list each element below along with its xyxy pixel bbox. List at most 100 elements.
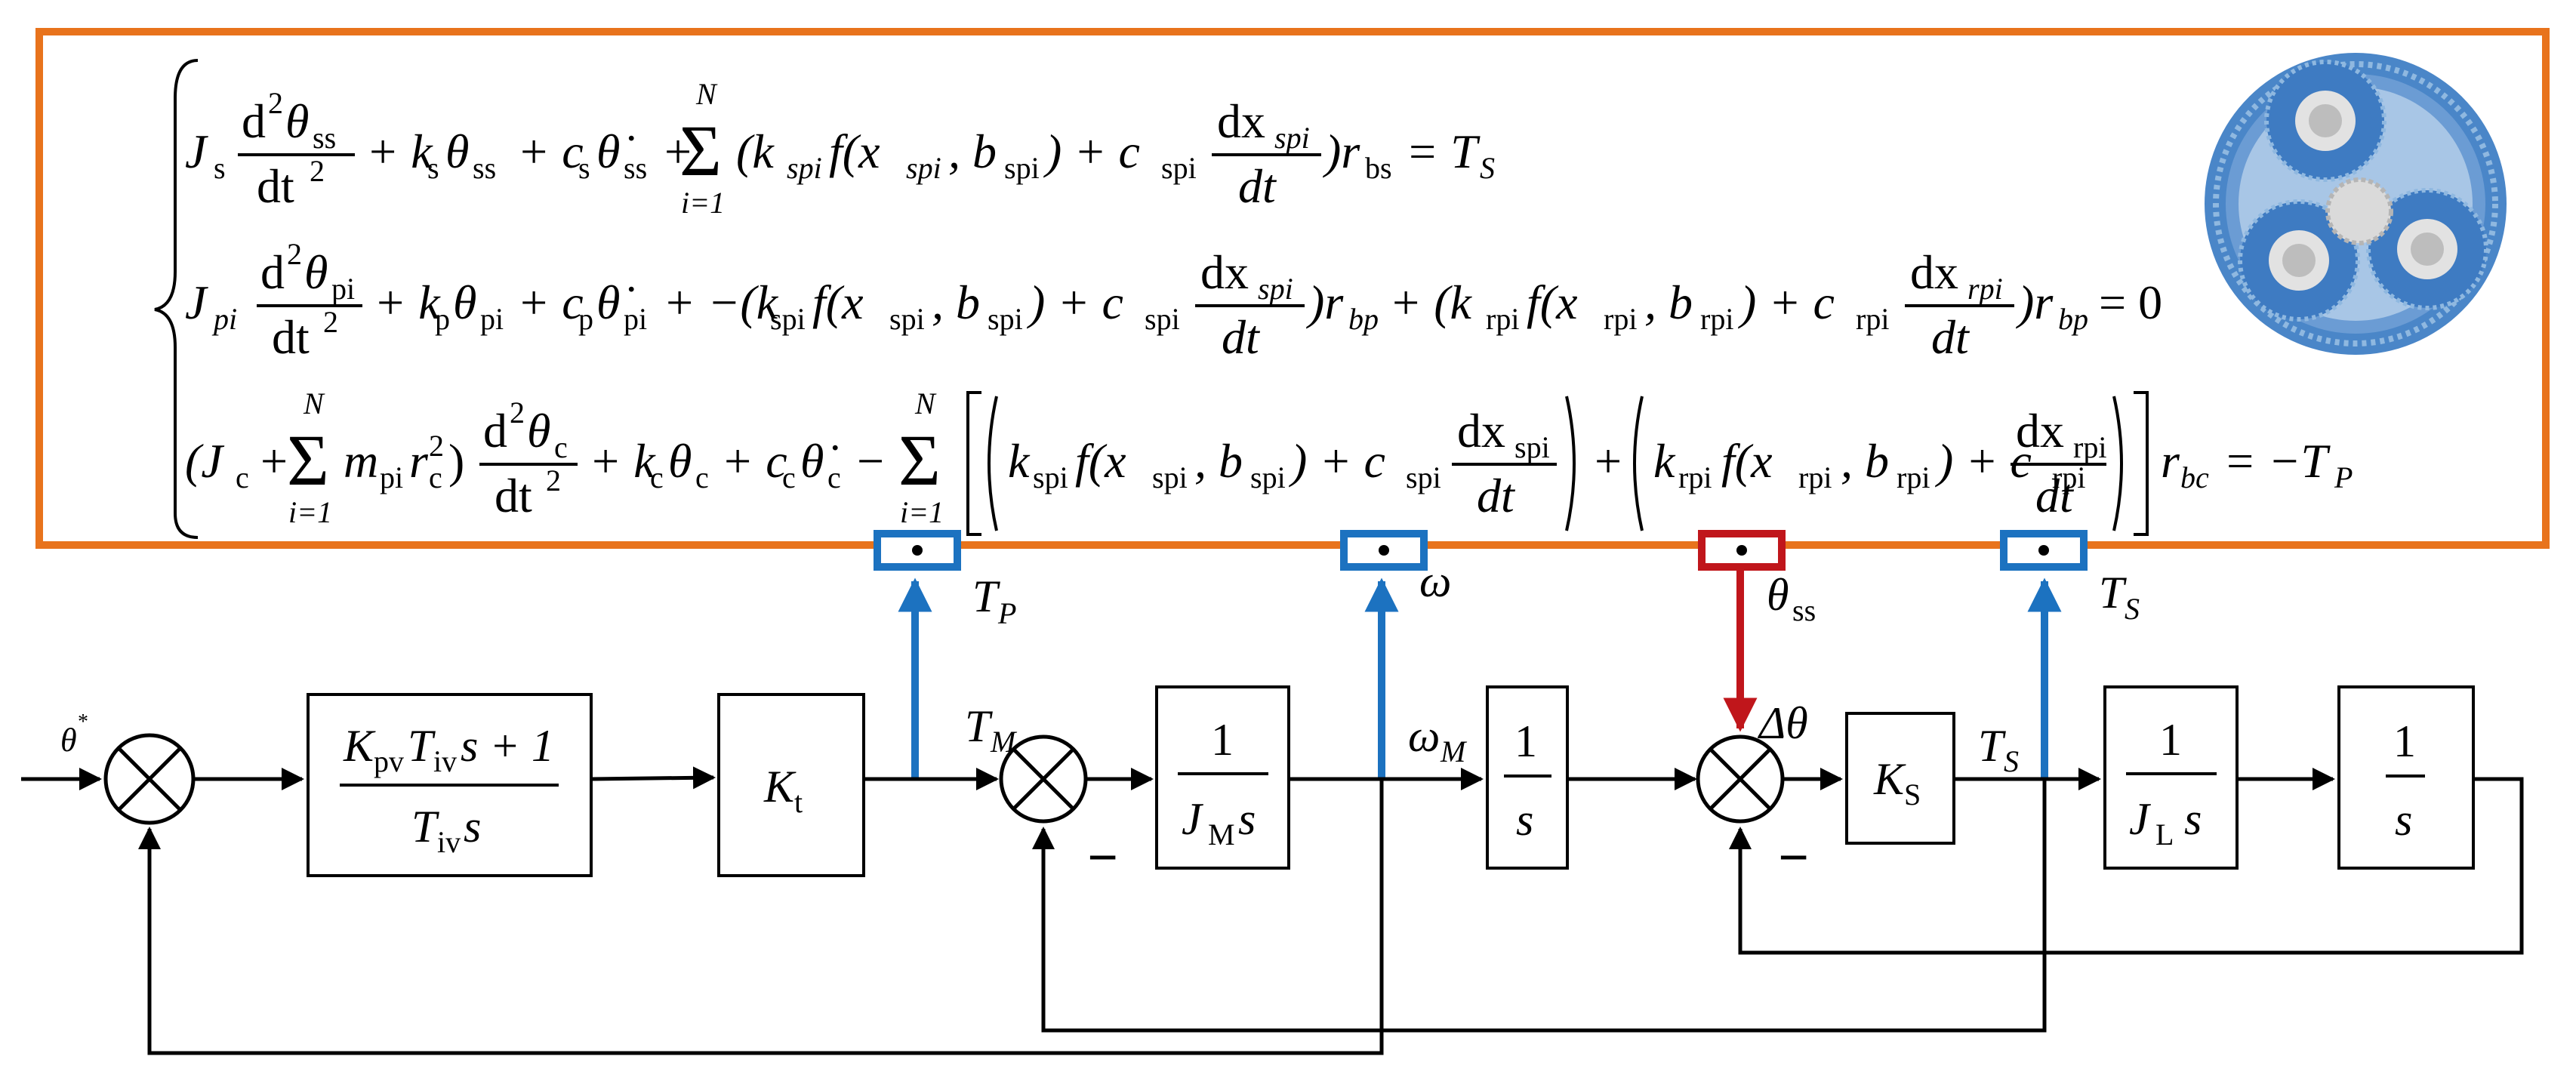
- sum3-minus: −: [1778, 827, 1809, 888]
- eq3-b1: , b: [1194, 434, 1243, 488]
- eq2-c-sub: p: [578, 302, 593, 336]
- eq1-theta-sub: ss: [313, 121, 336, 155]
- eq3-b2: , b: [1841, 434, 1889, 488]
- eq2-f2: f(x: [1527, 276, 1578, 329]
- eq2-dt-exp: 2: [323, 305, 338, 339]
- eq2-r1: )r: [1305, 276, 1344, 329]
- system-brace: [154, 59, 199, 539]
- tap-tp-label: T: [972, 571, 1000, 621]
- eq2-plus2: + (k: [1389, 276, 1473, 329]
- eq2-c: + c: [517, 276, 584, 329]
- tap-tp: T P: [874, 530, 1016, 630]
- eq1-c: + c: [517, 125, 584, 178]
- eq2-J-sub: pi: [211, 302, 237, 336]
- pi-den-t-sub: iv: [437, 825, 461, 859]
- eq2-theta: θ: [304, 245, 328, 299]
- eq3-c-sub: c: [782, 460, 796, 494]
- eq3-plus: +: [260, 434, 288, 488]
- eq2-dx2-sub: rpi: [1967, 272, 2003, 306]
- eq2-r2: )r: [2015, 276, 2054, 329]
- eq1-r: )r: [1322, 125, 1360, 178]
- load-den-j: J: [2129, 794, 2151, 844]
- eq3-m: m: [344, 434, 378, 488]
- eq3-f1-sub: spi: [1152, 460, 1188, 494]
- eq3-open-sub: c: [236, 460, 249, 494]
- eq1-d-exp: 2: [268, 86, 283, 120]
- eq3-dx2: dx: [2016, 404, 2064, 457]
- eq3-k1: k: [1008, 434, 1031, 488]
- eq3-open: (J: [185, 434, 224, 488]
- eq2-minus: + −(k: [663, 276, 779, 329]
- eq1-J: J: [185, 125, 208, 178]
- feedback-omega: [138, 779, 1384, 1055]
- eq1-c2-sub: spi: [1161, 151, 1197, 185]
- equation-3: (J c + N Σ i=1 m pi r c 2 ) d 2 θ c dt 2…: [185, 386, 2353, 536]
- integ2-den: s: [2395, 795, 2412, 845]
- eq3-eq: = −T: [2223, 434, 2331, 488]
- integ1-num: 1: [1514, 716, 1537, 766]
- eq2-dx1: dx: [1200, 245, 1249, 299]
- eq2-dx1-sub: spi: [1258, 272, 1293, 306]
- eq3-d-exp: 2: [510, 396, 525, 430]
- eq3-c: + c: [721, 434, 787, 488]
- equation-frame: [35, 28, 2550, 549]
- eq2-theta1-sub: pi: [480, 302, 504, 336]
- eq2-r1-sub: bp: [1348, 302, 1379, 336]
- eq2-theta-sub: pi: [331, 272, 355, 306]
- eq2-r2-sub: bp: [2058, 302, 2088, 336]
- eq3-theta-sub: c: [554, 430, 568, 464]
- tap-ts-sub: S: [2125, 592, 2140, 626]
- eq1-d: d: [242, 94, 266, 148]
- eq3-close: ): [448, 434, 464, 488]
- eq1-dx-sub: spi: [1274, 121, 1310, 155]
- eq1-paren: (k: [736, 125, 775, 178]
- eq1-sum-bot: i=1: [681, 186, 725, 220]
- eq3-bracket-right: [2134, 391, 2149, 536]
- motor-den-s: s: [1238, 794, 1256, 844]
- eq1-k-sub: s: [427, 151, 439, 185]
- eq1-c2: ) + c: [1043, 125, 1140, 178]
- eq3-minus: −: [857, 434, 884, 488]
- planet-gear-3: [2366, 188, 2488, 310]
- planet-gear-2: [2238, 199, 2360, 322]
- eq3-dt: dt: [495, 469, 532, 522]
- block-pi-controller: K pv T iv s + 1 T iv s: [307, 693, 593, 877]
- sig-to-kt: [590, 766, 716, 790]
- eq3-paren-left1: [988, 396, 998, 531]
- eq2-f1: f(x: [812, 276, 864, 329]
- equation-2: J pi d 2 θ pi dt 2 + k p θ pi + c p θ̇ p…: [185, 237, 2162, 364]
- eq3-k: + k: [589, 434, 656, 488]
- eq3-theta: θ: [527, 404, 550, 457]
- eq3-f2-sub: rpi: [1798, 460, 1832, 494]
- eq2-c1-sub: spi: [1145, 302, 1180, 336]
- input-theta-sup: *: [78, 710, 88, 734]
- load-den-j-sub: L: [2155, 818, 2174, 851]
- eq3-b1-sub: spi: [1250, 460, 1286, 494]
- eq1-thetadot-sub: ss: [624, 151, 647, 185]
- sig-omega-m-sub: M: [1440, 734, 1468, 768]
- eq2-b1-sub: spi: [988, 302, 1023, 336]
- sig-ts: T: [1978, 721, 2006, 771]
- eq1-dt-exp: 2: [310, 154, 325, 188]
- eq2-k3-sub: rpi: [1486, 302, 1519, 336]
- eq3-theta1: θ: [668, 434, 692, 488]
- eq3-k1-sub: spi: [1033, 460, 1068, 494]
- eq3-f2: f(x: [1721, 434, 1773, 488]
- eq3-dt-exp: 2: [546, 463, 561, 497]
- eq1-theta: θ: [285, 94, 309, 148]
- eq3-eq-sub: P: [2334, 460, 2353, 494]
- eq2-dt3: dt: [1931, 310, 1971, 364]
- block-kt: K t: [717, 693, 865, 877]
- eq1-dt2: dt: [1238, 159, 1277, 213]
- eq2-k2-sub: spi: [770, 302, 806, 336]
- eq2-d: d: [260, 245, 285, 299]
- eq3-sum1-top: N: [303, 386, 325, 420]
- eq1-eq-sub: S: [1480, 151, 1495, 185]
- eq3-dx1-sub: spi: [1514, 430, 1550, 464]
- eq2-dx2: dx: [1910, 245, 1958, 299]
- tap-omega-label: ω: [1419, 556, 1451, 606]
- eq3-c2: ) + c: [1934, 434, 2032, 488]
- eq3-dt2: dt: [1477, 469, 1516, 522]
- eq3-m-sub: pi: [380, 460, 403, 494]
